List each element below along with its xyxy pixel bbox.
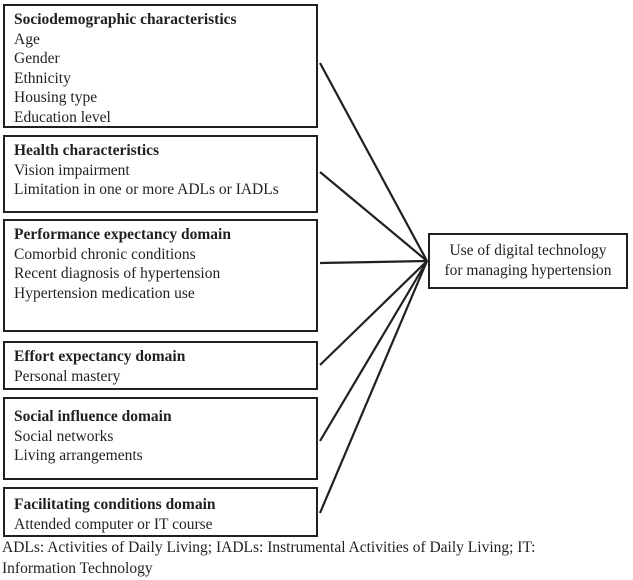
footnote-line-1: ADLs: Activities of Daily Living; IADLs:…: [2, 539, 536, 556]
footnote-line-2: Information Technology: [2, 559, 153, 577]
connector-performance-expectancy: [319, 259, 428, 265]
connector-effort-expectancy: [319, 260, 428, 366]
box-item: Age: [14, 30, 40, 48]
box-item: Social networks: [14, 427, 114, 445]
connector-sociodemographic: [319, 62, 428, 262]
box-item: Comorbid chronic conditions: [14, 245, 196, 263]
box-item: Living arrangements: [14, 447, 143, 464]
outcome-line-2: for managing hypertension: [444, 262, 612, 279]
box-title: Health characteristics: [14, 142, 160, 159]
box-title: Effort expectancy domain: [14, 348, 186, 365]
box-sociodemographic[interactable]: Sociodemographic characteristics Age Gen…: [3, 4, 318, 128]
box-item: Gender: [14, 50, 60, 67]
box-title: Sociodemographic characteristics: [14, 11, 237, 28]
footnote-abbreviations: ADLs: Activities of Daily Living; IADLs:…: [2, 538, 633, 579]
box-title: Facilitating conditions domain: [14, 496, 216, 513]
box-title: Performance expectancy domain: [14, 226, 231, 243]
outcome-line-1: Use of digital technology: [449, 242, 607, 259]
box-effort-expectancy[interactable]: Effort expectancy domain Personal master…: [3, 341, 318, 390]
box-item: Recent diagnosis of hypertension: [14, 265, 221, 282]
box-item: Ethnicity: [14, 69, 71, 87]
connector-social-influence: [319, 260, 428, 442]
box-title: Social influence domain: [14, 408, 172, 425]
box-item: Vision impairment: [14, 161, 130, 179]
box-item: Personal mastery: [14, 367, 121, 385]
box-health[interactable]: Health characteristics Vision impairment…: [3, 135, 318, 213]
box-item: Hypertension medication use: [14, 284, 195, 302]
connector-facilitating-conditions: [318, 260, 429, 514]
box-item: Limitation in one or more ADLs or IADLs: [14, 181, 279, 198]
box-item: Education level: [14, 108, 111, 126]
box-performance-expectancy[interactable]: Performance expectancy domain Comorbid c…: [3, 219, 318, 332]
box-outcome[interactable]: Use of digital technology for managing h…: [428, 233, 628, 289]
connector-health: [319, 171, 428, 262]
box-item: Attended computer or IT course: [14, 515, 213, 533]
box-item: Housing type: [14, 89, 98, 106]
box-social-influence[interactable]: Social influence domain Social networks …: [3, 397, 318, 480]
box-facilitating-conditions[interactable]: Facilitating conditions domain Attended …: [3, 487, 318, 537]
